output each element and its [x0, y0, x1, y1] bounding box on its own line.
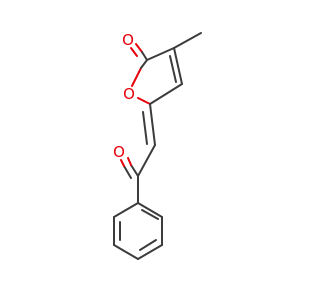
bond-ph-1-2: [137, 202, 163, 218]
bond-ketone-o-b: [127, 157, 132, 166]
bond-c2-o-carbonyl-a: [135, 43, 143, 53]
bond-ph-inner-a: [141, 209, 159, 220]
bond-c4-c5: [149, 83, 183, 105]
bond-ketone-o-d: [120, 159, 125, 167]
bond-ketone-o-a: [130, 164, 139, 177]
bond-c5-exo-a: [149, 103, 156, 146]
bond-c5-o1: [137, 97, 151, 105]
bond-c2-o1-segment: [140, 59, 148, 69]
atom-o-lactone-carbonyl: O: [122, 31, 134, 49]
bond-ketone-o-c: [123, 165, 132, 179]
bond-c3-methyl: [173, 32, 202, 49]
bond-c3-c4: [173, 47, 183, 85]
molecule-structure: O O O: [113, 31, 202, 260]
atom-o-ketone: O: [113, 143, 125, 161]
bond-c2-o-carbonyl-b: [130, 47, 138, 57]
bond-ph-inner-b: [139, 239, 157, 251]
bond-ph-4-5: [113, 244, 139, 260]
bond-c2-c3: [146, 47, 175, 61]
bond-c5-exo-b: [142, 111, 148, 145]
bond-ph-3-4: [137, 244, 163, 260]
bond-ph-6-1: [113, 202, 139, 218]
bond-o1-c2: [131, 67, 142, 87]
atom-o-ring: O: [123, 85, 135, 103]
bond-ch-ketone: [137, 144, 156, 177]
bond-c2-o-carbonyl-c: [141, 51, 148, 61]
bond-c3-c4-inner: [169, 55, 177, 83]
